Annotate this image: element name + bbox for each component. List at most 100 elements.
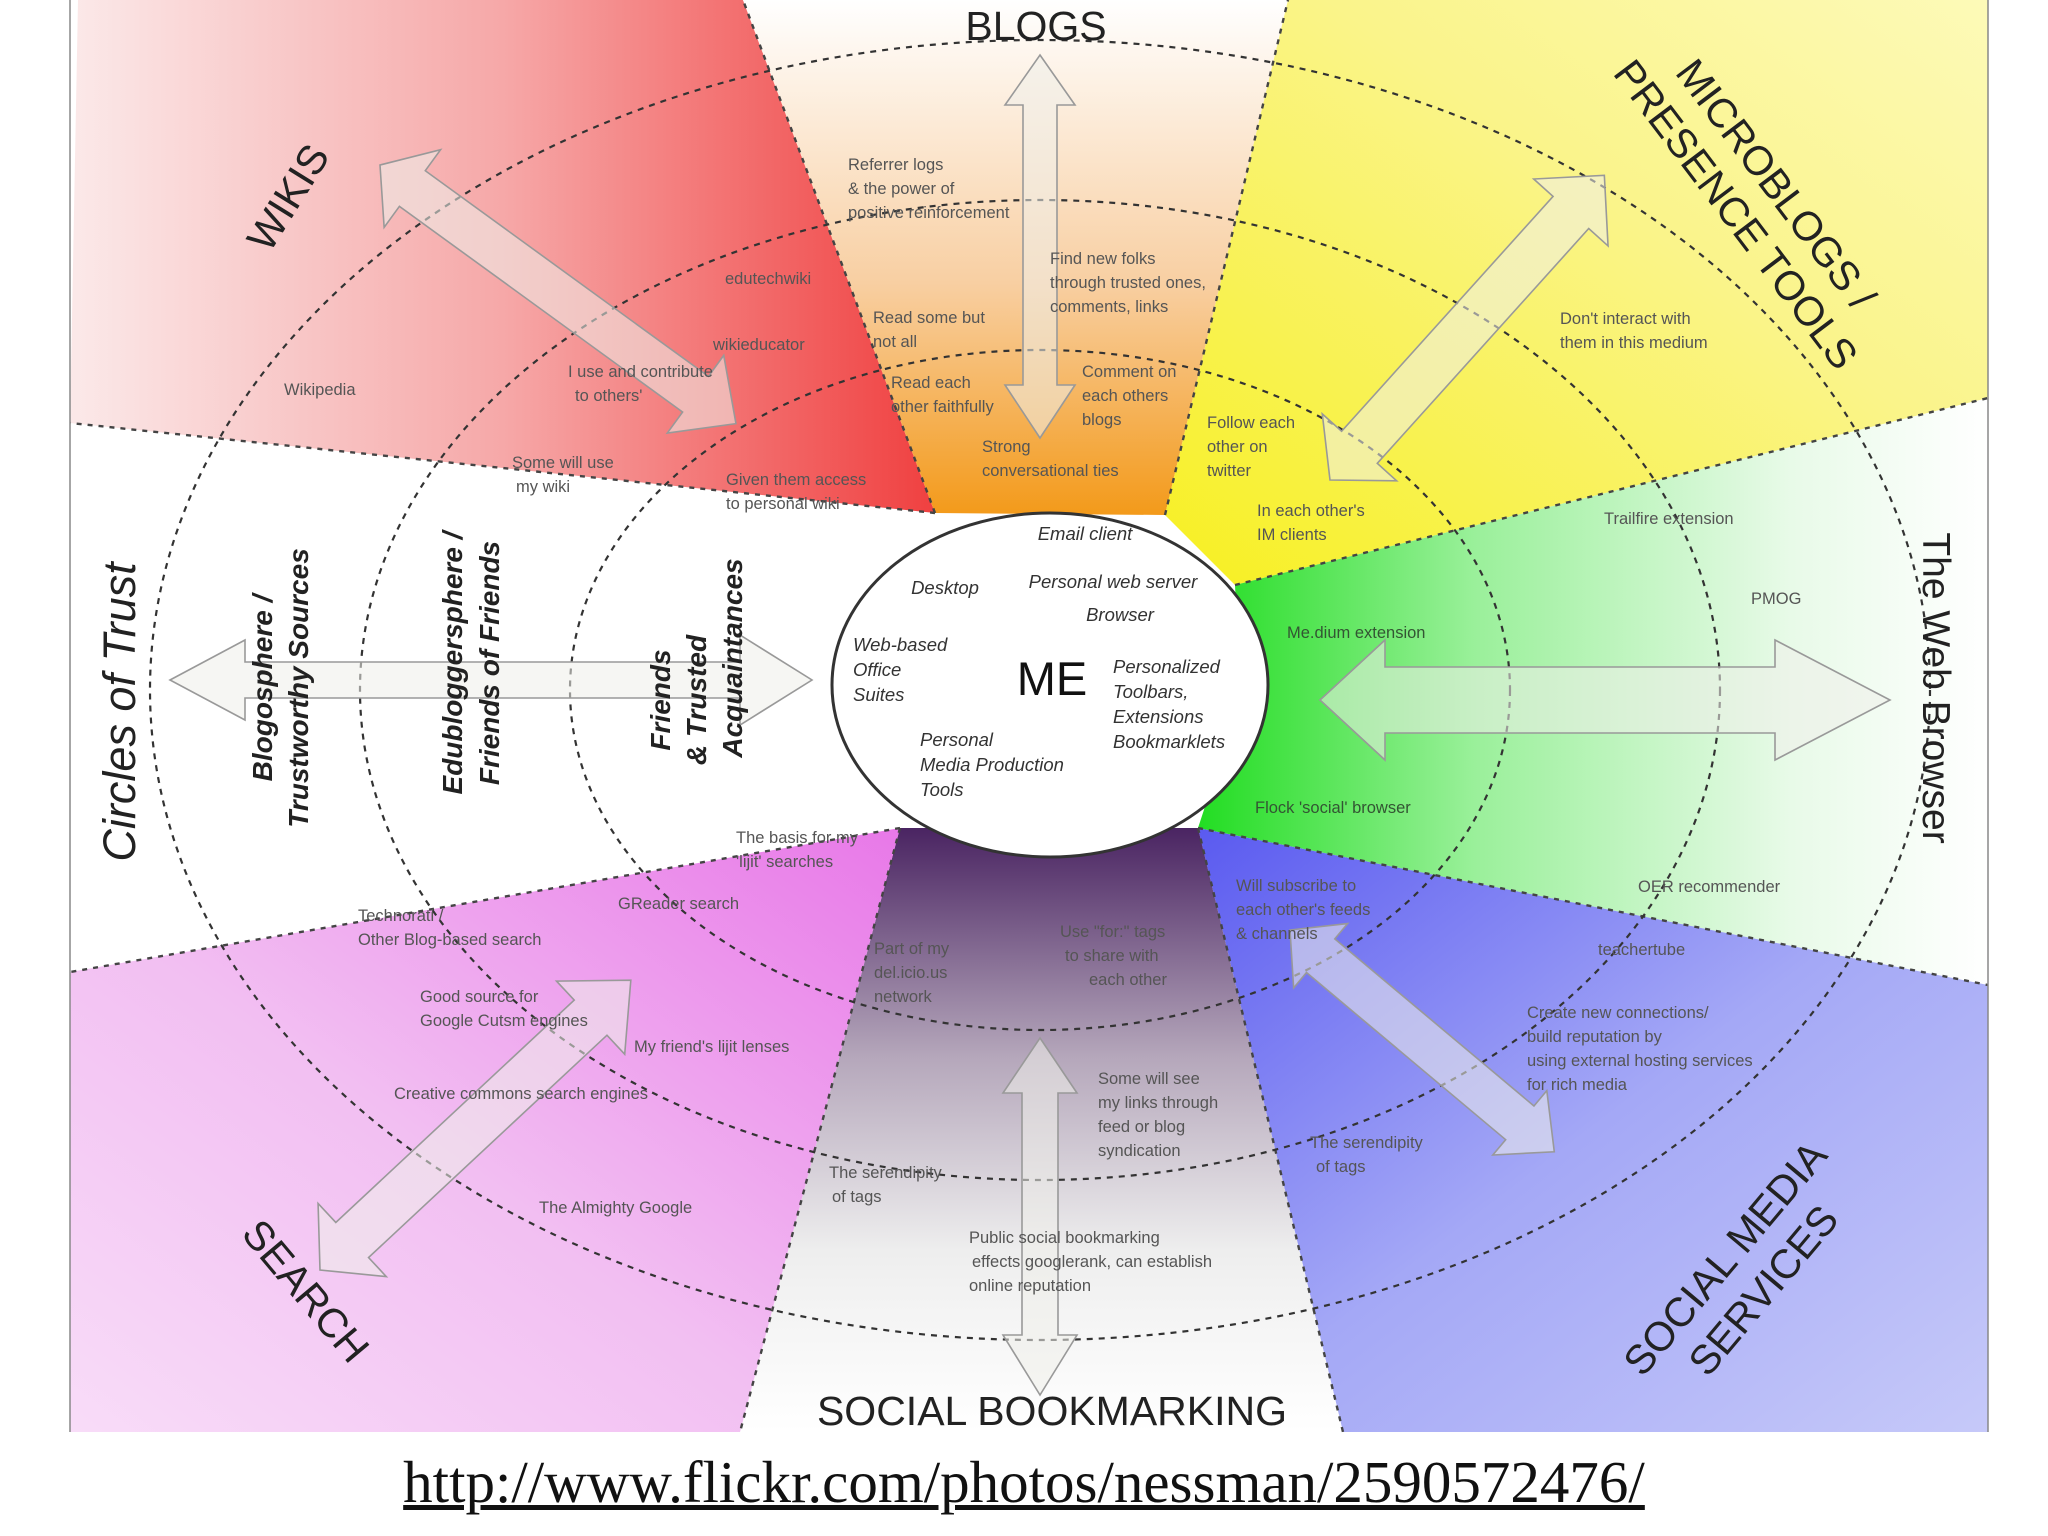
note-read-each-1: Read each <box>891 374 971 392</box>
note-links-4: syndication <box>1098 1142 1181 1160</box>
circles-of-trust-title: Circles of Trust <box>94 560 145 862</box>
hub-office-1: Web-based <box>853 634 948 655</box>
note-find-2: through trusted ones, <box>1050 274 1206 292</box>
note-basis-2: 'lijit' searches <box>736 853 833 871</box>
sector-web-browser-title: The Web Browser <box>1914 532 1957 843</box>
hub-toolbars-1: Personalized <box>1113 656 1221 677</box>
middle-circle-label-2: Friends of Friends <box>474 541 505 785</box>
note-trailfire: Trailfire extension <box>1604 510 1734 528</box>
note-find-1: Find new folks <box>1050 250 1155 268</box>
note-comment-2: each others <box>1082 387 1168 405</box>
note-subscribe-3: & channels <box>1236 925 1318 943</box>
note-public-1: Public social bookmarking <box>969 1229 1160 1247</box>
note-wikieducator: wikieducator <box>712 336 805 354</box>
inner-circle-label-2: & Trusted <box>681 634 712 765</box>
note-technorati-1: Technorati / <box>358 907 444 925</box>
hub-toolbars-4: Bookmarklets <box>1113 731 1225 752</box>
bookmarking-arrow <box>1001 1036 1079 1397</box>
center-label: ME <box>1017 652 1088 705</box>
blogs-arrow <box>1003 53 1077 440</box>
note-basis-1: The basis for my <box>736 829 859 847</box>
note-subscribe-2: each other's feeds <box>1236 901 1370 919</box>
note-links-2: my links through <box>1098 1094 1218 1112</box>
note-bm-serendipity-1: The serendipity <box>829 1164 943 1182</box>
note-edutechwiki: edutechwiki <box>725 270 811 288</box>
wikis-notes: edutechwiki wikieducator I use and contr… <box>284 270 866 513</box>
hub-office-3: Suites <box>853 684 904 705</box>
source-url[interactable]: http://www.flickr.com/photos/nessman/259… <box>403 1449 1645 1515</box>
blogs-notes: Referrer logs & the power of positive re… <box>848 156 1206 480</box>
note-teachertube: teachertube <box>1598 941 1685 959</box>
note-follow-2: other on <box>1207 438 1268 456</box>
note-sm-serendipity-2: of tags <box>1316 1158 1366 1176</box>
note-use-1: I use and contribute <box>568 363 713 381</box>
circles-arrow <box>168 633 814 727</box>
note-strong-1: Strong <box>982 438 1031 456</box>
note-referrer-3: positive reinforcement <box>848 204 1010 222</box>
note-public-3: online reputation <box>969 1277 1091 1295</box>
sector-blogs-title: BLOGS <box>965 3 1106 49</box>
circle-labels: Circles of Trust Blogosphere / Trustwort… <box>94 528 748 861</box>
note-strong-2: conversational ties <box>982 462 1119 480</box>
blogs-sector <box>743 0 1288 515</box>
note-me-dium: Me.dium extension <box>1287 624 1426 642</box>
note-lijit: My friend's lijit lenses <box>634 1038 789 1056</box>
note-dont-1: Don't interact with <box>1560 310 1691 328</box>
note-part-2: del.icio.us <box>874 964 947 982</box>
note-referrer-1: Referrer logs <box>848 156 943 174</box>
note-create-4: for rich media <box>1527 1076 1628 1094</box>
note-greader: GReader search <box>618 895 739 913</box>
note-dont-2: them in this medium <box>1560 334 1708 352</box>
outer-circle-label-2: Trustworthy Sources <box>283 548 314 828</box>
search-notes: The basis for my 'lijit' searches Techno… <box>358 829 859 1217</box>
social-media-arrow <box>1289 922 1556 1156</box>
inner-circle-label-1: Friends <box>645 649 676 750</box>
note-oer: OER recommender <box>1638 878 1781 896</box>
note-referrer-2: & the power of <box>848 180 955 198</box>
note-im-2: IM clients <box>1257 526 1327 544</box>
note-public-2: effects googlerank, can establish <box>972 1253 1212 1271</box>
note-follow-3: twitter <box>1207 462 1252 480</box>
note-create-2: build reputation by <box>1527 1028 1663 1046</box>
bookmarking-notes: Part of my del.icio.us network Use "for:… <box>829 923 1218 1295</box>
note-pmog: PMOG <box>1751 590 1801 608</box>
hub-media-2: Media Production <box>920 754 1064 775</box>
hub-media-3: Tools <box>920 779 964 800</box>
center-hub: ME Email client Desktop Personal web ser… <box>830 511 1270 859</box>
hub-email-client: Email client <box>1038 523 1133 544</box>
note-subscribe-1: Will subscribe to <box>1236 877 1356 895</box>
web-browser-notes: Trailfire extension PMOG Me.dium extensi… <box>1255 510 1801 896</box>
note-sm-serendipity-1: The serendipity <box>1310 1134 1424 1152</box>
inner-circle-label-3: Acquaintances <box>717 558 748 758</box>
middle-circle-label-1: Edubloggersphere / <box>437 528 468 794</box>
social-media-sector <box>1198 828 1988 1432</box>
note-some-1: Some will use <box>512 454 614 472</box>
note-good-2: Google Cutsm engines <box>420 1012 588 1030</box>
web-browser-arrow <box>1318 638 1892 762</box>
hub-office-2: Office <box>853 659 901 680</box>
note-read-each-2: other faithfully <box>891 398 994 416</box>
outer-circle-label-1: Blogosphere / <box>247 591 278 781</box>
wikis-arrow <box>379 148 737 435</box>
note-google: The Almighty Google <box>539 1199 692 1217</box>
note-create-3: using external hosting services <box>1527 1052 1753 1070</box>
hub-media-1: Personal <box>920 729 994 750</box>
search-arrow <box>317 979 632 1278</box>
hub-browser: Browser <box>1086 604 1155 625</box>
note-comment-1: Comment on <box>1082 363 1176 381</box>
note-links-1: Some will see <box>1098 1070 1200 1088</box>
note-follow-1: Follow each <box>1207 414 1295 432</box>
note-for-3: each other <box>1089 971 1167 989</box>
sector-dividers <box>69 0 1989 1433</box>
hub-desktop: Desktop <box>911 577 979 598</box>
note-wikipedia: Wikipedia <box>284 381 356 399</box>
note-for-2: to share with <box>1065 947 1159 965</box>
microblogs-arrow <box>1321 174 1609 482</box>
sector-bookmarking-title: SOCIAL BOOKMARKING <box>817 1388 1287 1434</box>
note-given-2: to personal wiki <box>726 495 840 513</box>
note-use-2: to others' <box>575 387 642 405</box>
note-im-1: In each other's <box>1257 502 1365 520</box>
note-some-2: my wiki <box>516 478 570 496</box>
note-find-3: comments, links <box>1050 298 1168 316</box>
